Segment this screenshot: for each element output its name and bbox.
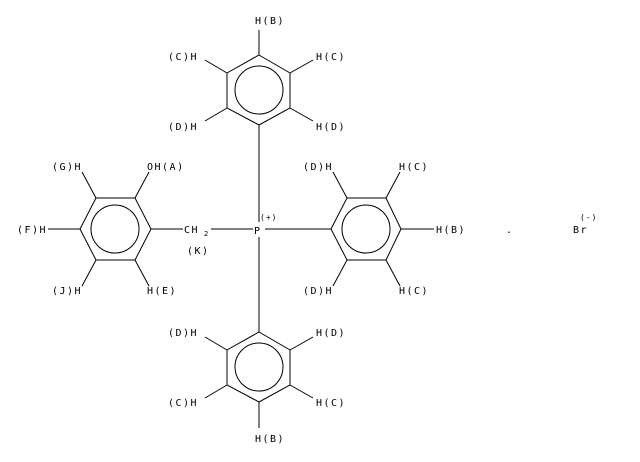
right-ring-meta-top-h: H(C): [399, 162, 429, 173]
phosphonium-center: P (+): [254, 213, 277, 237]
left-ring-aromatic-circle: [90, 204, 140, 254]
bromide-counter-ion: . Br (-): [506, 213, 597, 236]
left-ring-g-h: (G)H: [52, 162, 82, 173]
top-phenyl-ring: H(B) (C)H H(C) (D)H H(D): [168, 16, 346, 133]
top-ring-ortho-left-h: (D)H: [168, 122, 198, 133]
phosphorus-charge: (+): [260, 213, 277, 222]
right-ring-ortho-top-h: (D)H: [303, 162, 333, 173]
left-ring-f-h: (F)H: [17, 225, 47, 236]
top-ring-meta-left-h: (C)H: [168, 52, 198, 63]
hydroxyl-group: OH(A): [147, 162, 185, 173]
right-ring-meta-bottom-h: H(C): [399, 286, 429, 297]
ch2-tag: (K): [187, 246, 210, 257]
right-phenyl-ring: H(B) (D)H H(C) (D)H H(C): [303, 162, 466, 297]
top-ring-aromatic-circle: [234, 65, 284, 115]
bottom-ring-ortho-right-h: H(D): [316, 328, 346, 339]
bromide-atom: Br: [573, 225, 588, 236]
left-ring-e-h: H(E): [147, 286, 177, 297]
left-hydroxyphenyl-ring: OH(A) (G)H (F)H (J)H H(E): [17, 162, 185, 297]
bottom-ring-para-h: H(B): [255, 434, 285, 445]
left-ring-j-h: (J)H: [52, 286, 82, 297]
top-ring-hexagon: [226, 54, 291, 126]
top-ring-para-h: H(B): [255, 16, 285, 27]
ch2-subscript: 2: [204, 230, 208, 238]
right-ring-aromatic-circle: [341, 204, 391, 254]
bottom-phenyl-ring: (D)H H(D) (C)H H(C) H(B): [168, 328, 346, 445]
bottom-ring-ortho-left-h: (D)H: [168, 328, 198, 339]
top-ring-meta-right-h: H(C): [316, 52, 346, 63]
bottom-ring-meta-left-h: (C)H: [168, 398, 198, 409]
ch2-label: CH: [184, 225, 199, 236]
phosphorus-atom: P: [254, 226, 262, 237]
bottom-ring-meta-right-h: H(C): [316, 398, 346, 409]
bottom-ring-aromatic-circle: [234, 342, 284, 392]
bromide-charge: (-): [580, 213, 597, 222]
methylene-linker: CH 2 (K): [184, 225, 210, 257]
right-ring-ortho-bottom-h: (D)H: [303, 286, 333, 297]
top-ring-ortho-right-h: H(D): [316, 122, 346, 133]
salt-separator-dot: .: [506, 225, 514, 236]
right-ring-para-h: H(B): [436, 225, 466, 236]
bottom-ring-hexagon: [226, 331, 291, 403]
